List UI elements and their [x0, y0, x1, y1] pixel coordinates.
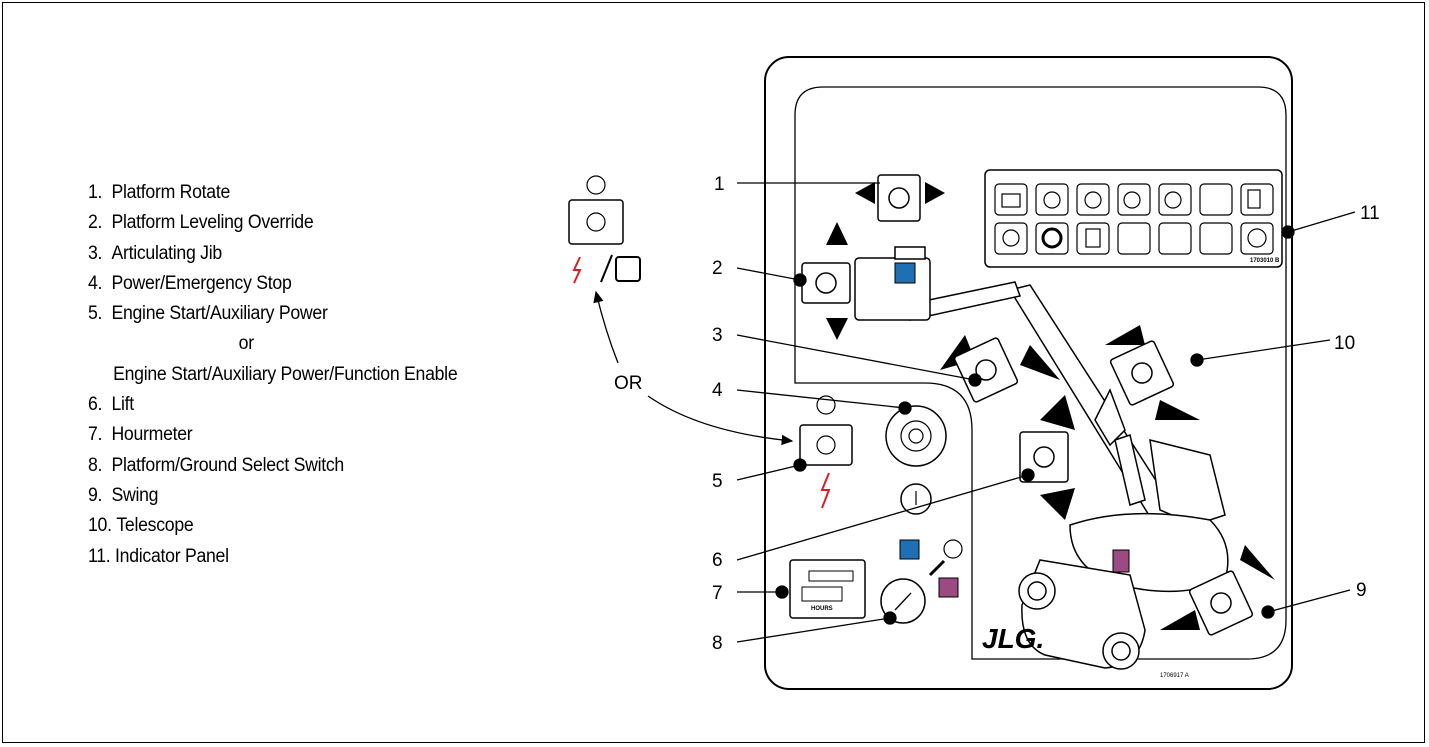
callout-7: 7 — [712, 583, 723, 604]
callout-2: 2 — [712, 258, 723, 279]
coolant-temp-icon — [1084, 191, 1102, 209]
engine-start-switch — [799, 395, 853, 509]
oil-pressure-icon — [1043, 191, 1061, 209]
legend-item-9: 9. Swing — [88, 484, 159, 506]
legend-item-11: 11. Indicator Panel — [88, 545, 229, 567]
jlg-logo: JLG. — [982, 623, 1044, 654]
legend-item-8: 8. Platform/Ground Select Switch — [88, 454, 344, 476]
part-number: 1706917 A — [1160, 673, 1189, 679]
glow-plug-icon — [1002, 229, 1020, 247]
legend-item-2: 2. Platform Leveling Override — [88, 212, 314, 234]
panel-inner-outline — [794, 86, 1287, 660]
callout-9: 9 — [1356, 580, 1367, 601]
platform-select-blue — [899, 539, 920, 560]
callout-4: 4 — [712, 380, 723, 401]
callout-5: 5 — [712, 471, 723, 492]
hourmeter-label: HOURS — [811, 606, 833, 612]
engine-icon-alt — [586, 175, 606, 195]
battery-icon — [1001, 193, 1021, 208]
or-label: OR — [614, 373, 643, 394]
callout-11: 11 — [1360, 203, 1380, 224]
legend-item-5: 5. Engine Start/Auxiliary Power — [88, 303, 328, 325]
hourmeter: HOURS — [789, 559, 866, 619]
legend-item-7: 7. Hourmeter — [88, 424, 193, 446]
or-arrow-up — [593, 290, 619, 364]
callout-1: 1 — [714, 174, 725, 195]
oil-temp-icon — [1123, 191, 1141, 209]
legend-list: 1. Platform Rotate 2. Platform Leveling … — [88, 178, 458, 572]
legend-item-4: 4. Power/Emergency Stop — [88, 272, 292, 294]
callout-8: 8 — [712, 633, 723, 654]
callout-6: 6 — [712, 550, 723, 571]
lightning-icon-alt — [572, 256, 582, 284]
legend-item-6: 6. Lift — [88, 394, 134, 416]
indicator-panel: 1703010 B — [984, 169, 1283, 268]
callout-10: 10 — [1334, 333, 1355, 354]
chassis-purple-indicator — [1112, 549, 1130, 573]
lightning-icon — [820, 472, 831, 509]
engine-gear-icon — [1041, 227, 1063, 249]
legend-item-3: 3. Articulating Jib — [88, 242, 222, 264]
ground-select-purple — [938, 577, 959, 598]
legend-item-1: 1. Platform Rotate — [88, 182, 231, 203]
alt-engine-start-switch — [568, 175, 641, 284]
function-enable-icon — [615, 256, 641, 282]
legend-item-10: 10. Telescope — [88, 515, 194, 537]
callout-numbers: 1 2 3 4 5 6 7 8 9 10 11 — [712, 174, 1380, 654]
tilt-alarm-icon — [1085, 228, 1101, 248]
preheat-icon — [1247, 228, 1267, 248]
indicator-part-number: 1703010 B — [1250, 258, 1280, 264]
boom-illustration — [854, 246, 1229, 670]
or-arrow-right — [647, 395, 794, 446]
fuel-icon — [1247, 189, 1261, 209]
legend-item-5-alt: Engine Start/Auxiliary Power/Function En… — [113, 363, 458, 385]
callout-3: 3 — [712, 325, 723, 346]
direction-arrows — [826, 182, 1275, 630]
legend-item-or: or — [238, 333, 254, 355]
platform-blue-indicator — [894, 262, 916, 284]
warning-icon — [1164, 191, 1182, 209]
